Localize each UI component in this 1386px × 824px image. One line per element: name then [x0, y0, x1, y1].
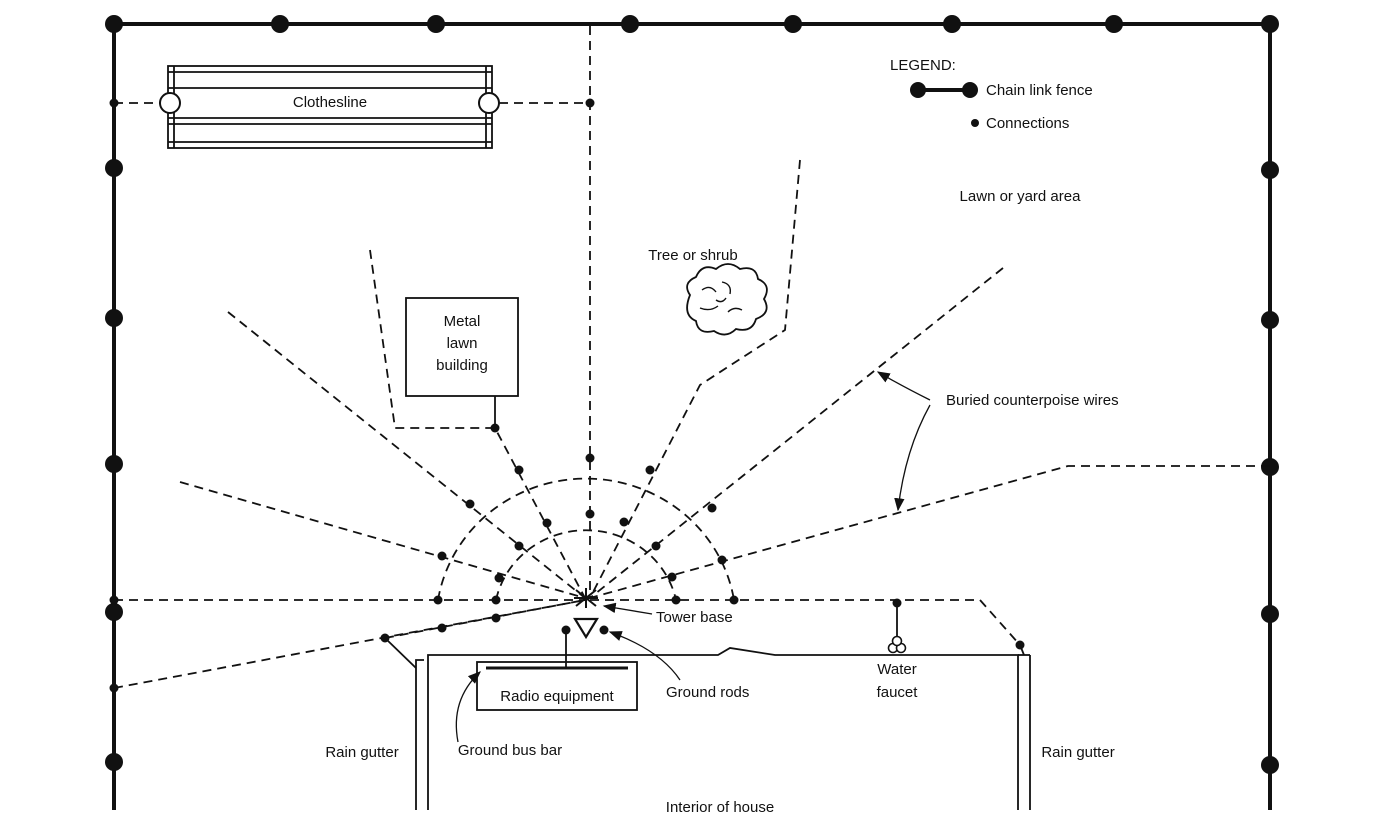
- water-faucet: Water faucet: [877, 603, 919, 701]
- clothesline-pole-right: [478, 92, 500, 114]
- ground-rods-label: Ground rods: [666, 684, 749, 701]
- connection-dot: [729, 595, 739, 605]
- connections: [109, 98, 1025, 693]
- connection-dot: [491, 613, 501, 623]
- connection-dot: [465, 499, 475, 509]
- connection-dot: [671, 595, 681, 605]
- tower-base: Tower base: [573, 588, 733, 640]
- fence-post: [105, 15, 123, 33]
- fence-post: [105, 753, 123, 771]
- fence-post: [1261, 15, 1279, 33]
- connection-dot: [491, 595, 501, 605]
- fence-post: [1261, 605, 1279, 623]
- lawn-label: Lawn or yard area: [960, 188, 1082, 205]
- connection-dot: [109, 98, 119, 108]
- tower-base-label: Tower base: [656, 609, 733, 626]
- radio-equipment: Radio equipment: [476, 630, 638, 711]
- fence-post: [271, 15, 289, 33]
- fence-post: [105, 455, 123, 473]
- interior-label: Interior of house: [666, 799, 774, 816]
- rain-gutter-right-label: Rain gutter: [1041, 744, 1114, 761]
- building-label-3: building: [436, 357, 488, 374]
- connection-dot: [542, 518, 552, 528]
- legend-fence-label: Chain link fence: [986, 82, 1093, 99]
- connection-dot: [645, 465, 655, 475]
- connection-dot: [585, 509, 595, 519]
- metal-lawn-building: Metal lawn building: [405, 297, 519, 428]
- chain-link-fence: [105, 15, 1279, 810]
- tower-base-icon: [574, 588, 598, 608]
- fence-post: [1261, 311, 1279, 329]
- ground-rods: Ground rods: [608, 631, 749, 701]
- connection-dot: [619, 517, 629, 527]
- connection-dot: [514, 541, 524, 551]
- clothesline-pole-left: [159, 92, 181, 114]
- fence-post: [1261, 161, 1279, 179]
- fence-post: [621, 15, 639, 33]
- connection-dot: [585, 453, 595, 463]
- fence-post: [105, 159, 123, 177]
- connection-dot: [109, 595, 119, 605]
- connection-dot: [707, 503, 717, 513]
- fence-post: [1261, 458, 1279, 476]
- fence-post: [1105, 15, 1123, 33]
- legend-connections-label: Connections: [986, 115, 1069, 132]
- legend-title: LEGEND:: [890, 57, 956, 74]
- fence-post: [105, 309, 123, 327]
- house: Interior of house: [415, 647, 1031, 816]
- legend: LEGEND: Chain link fence Connections: [890, 57, 1093, 132]
- building-label-2: lawn: [447, 335, 478, 352]
- fence-post: [427, 15, 445, 33]
- connection-dot: [514, 465, 524, 475]
- rain-gutter-left: Rain gutter: [325, 637, 417, 761]
- ground-bus-bar-label: Ground bus bar: [458, 742, 562, 759]
- fence-post: [105, 603, 123, 621]
- rain-gutter-left-label: Rain gutter: [325, 744, 398, 761]
- connection-dot: [651, 541, 661, 551]
- fence-post: [1261, 756, 1279, 774]
- counterpoise-label: Buried counterpoise wires: [946, 392, 1119, 409]
- rain-gutter-right: Rain gutter: [1019, 644, 1115, 761]
- water-faucet-label-2: faucet: [877, 684, 919, 701]
- counterpoise-callout: Buried counterpoise wires: [876, 371, 1119, 512]
- connection-dot: [667, 572, 677, 582]
- tower-triangle-icon: [573, 617, 599, 640]
- connection-dot: [717, 555, 727, 565]
- connection-dot: [437, 623, 447, 633]
- water-faucet-label-1: Water: [877, 661, 916, 678]
- fence-post: [943, 15, 961, 33]
- connection-dot: [494, 573, 504, 583]
- connection-dot: [599, 625, 609, 635]
- fence-post-icon: [910, 82, 926, 98]
- tree-icon: Tree or shrub: [648, 247, 768, 336]
- connection-dot: [437, 551, 447, 561]
- fence-post: [784, 15, 802, 33]
- tree-label: Tree or shrub: [648, 247, 737, 264]
- ground-bus-bar-callout: Ground bus bar: [455, 671, 562, 759]
- clothesline: Clothesline: [159, 65, 500, 149]
- connection-dot-icon: [971, 119, 979, 127]
- building-label-1: Metal: [444, 313, 481, 330]
- connection-dot: [433, 595, 443, 605]
- clothesline-label: Clothesline: [293, 94, 367, 111]
- connection-dot: [109, 683, 119, 693]
- radio-equipment-label: Radio equipment: [500, 688, 614, 705]
- connection-dot: [585, 98, 595, 108]
